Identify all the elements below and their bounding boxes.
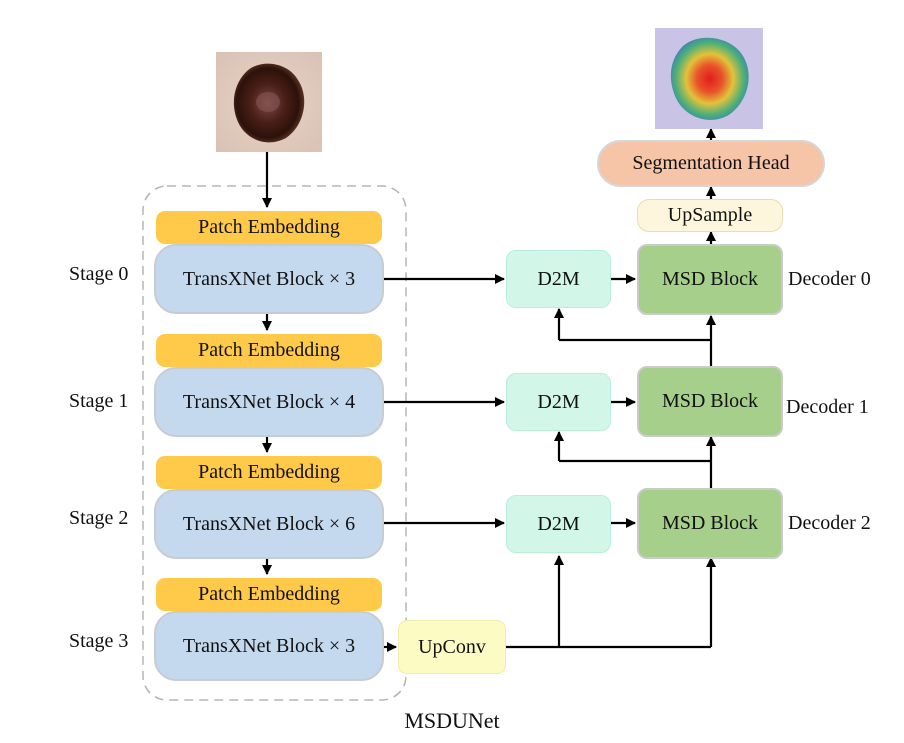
stage-2-label: Stage 2 [69, 507, 129, 529]
d2m-block-0: D2M [506, 250, 611, 308]
encoder-group-border [142, 185, 407, 701]
output-heatmap-image [655, 28, 763, 129]
upsample-block: UpSample [637, 199, 783, 232]
network-title: MSDUNet [404, 708, 500, 733]
upconv-block: UpConv [398, 620, 506, 674]
decoder-2-label: Decoder 2 [788, 512, 871, 534]
stage-0-label: Stage 0 [69, 263, 129, 285]
decoder-1-label: Decoder 1 [786, 396, 869, 418]
d2m-block-2: D2M [506, 495, 611, 553]
msd-block-1: MSD Block [637, 366, 783, 437]
transxnet-block-1: TransXNet Block × 4 [154, 367, 384, 437]
msd-block-2: MSD Block [637, 488, 783, 559]
patch-embedding-3: Patch Embedding [156, 578, 382, 611]
patch-embedding-0: Patch Embedding [156, 211, 382, 244]
msd-block-0: MSD Block [637, 244, 783, 315]
stage-3-label: Stage 3 [69, 630, 129, 652]
stage-1-label: Stage 1 [69, 390, 129, 412]
patch-embedding-1: Patch Embedding [156, 334, 382, 367]
transxnet-block-3: TransXNet Block × 3 [154, 611, 384, 681]
segmentation-head-block: Segmentation Head [597, 140, 825, 187]
transxnet-block-2: TransXNet Block × 6 [154, 489, 384, 559]
transxnet-block-0: TransXNet Block × 3 [154, 244, 384, 314]
d2m-block-1: D2M [506, 373, 611, 431]
input-lesion-image [216, 52, 322, 152]
decoder-0-label: Decoder 0 [788, 268, 871, 290]
patch-embedding-2: Patch Embedding [156, 456, 382, 489]
